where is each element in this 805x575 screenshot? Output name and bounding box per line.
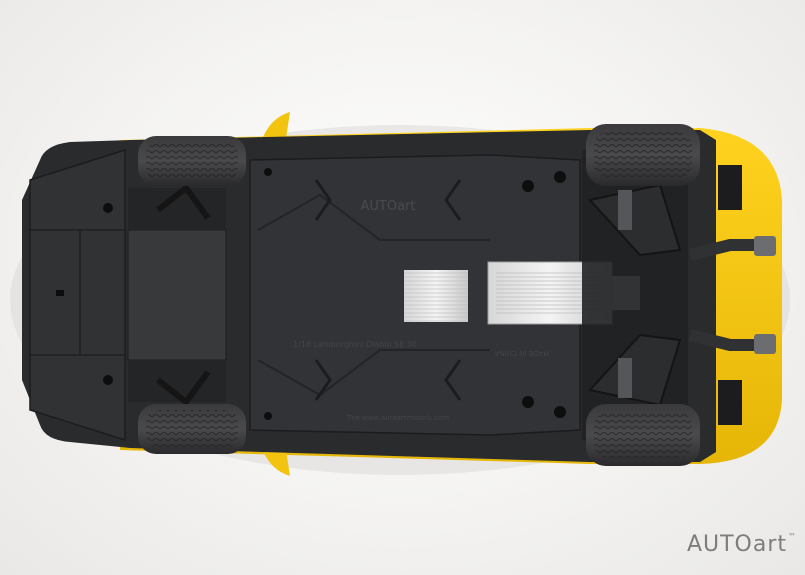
front-cross-plate xyxy=(127,229,227,361)
screw-hole xyxy=(103,203,113,213)
tire-front-left xyxy=(138,136,246,186)
chassis-marking-origin: MADE IN CHINA xyxy=(494,349,549,357)
front-floor-panel xyxy=(29,148,126,442)
tire-rear-right xyxy=(586,404,700,466)
chassis-marking-model: 1/18 Lamborghini Diablo SE 30 xyxy=(293,340,417,349)
autoart-logo-text: AUTOart xyxy=(686,532,787,557)
chassis-logo-text: AUTOart xyxy=(361,199,416,214)
chassis-marking-url: The www.autoartmodels.com xyxy=(346,414,449,422)
tire-rear-left xyxy=(586,124,700,186)
mirror-left xyxy=(262,112,290,140)
tire-front-right xyxy=(138,404,246,454)
mirror-right xyxy=(262,448,290,476)
autoart-logo: AUTOart™ xyxy=(687,532,797,557)
trademark-mark: ™ xyxy=(788,532,797,541)
screw-hole xyxy=(103,375,113,385)
